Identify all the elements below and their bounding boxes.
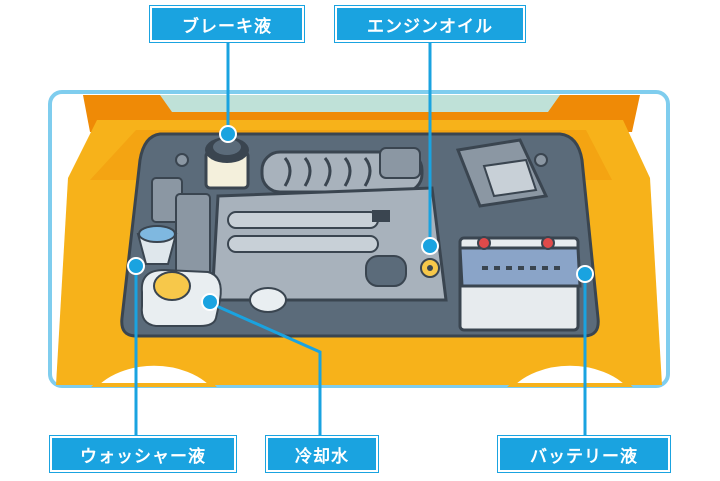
coolant-tank (140, 268, 287, 327)
leader-dots (127, 125, 594, 311)
engine-oil-dipstick (420, 258, 440, 278)
left-wheel (91, 361, 217, 387)
coolant-leader-dot (201, 293, 219, 311)
battery (458, 236, 582, 332)
coolant-leader-line (211, 302, 322, 436)
engine-bay (120, 132, 600, 338)
intake-manifold (260, 147, 424, 194)
engine-oil-label: エンジンオイル (334, 5, 526, 43)
coolant-label: 冷却水 (265, 435, 379, 473)
battery-leader-dot (576, 265, 594, 283)
right-wheel (507, 361, 633, 387)
washer-fluid-label: ウォッシャー液 (49, 435, 237, 473)
leader-lines (134, 42, 587, 436)
washer-leader-dot (127, 257, 145, 275)
brake-fluid-reservoir (204, 137, 250, 190)
air-box (455, 138, 549, 208)
battery-fluid-label: バッテリー液 (497, 435, 671, 473)
engine-block (210, 186, 448, 302)
brake-fluid-label: ブレーキ液 (149, 5, 305, 43)
brake-leader-dot (219, 125, 237, 143)
washer-fluid-tank (136, 225, 178, 265)
oil-leader-dot (421, 237, 439, 255)
